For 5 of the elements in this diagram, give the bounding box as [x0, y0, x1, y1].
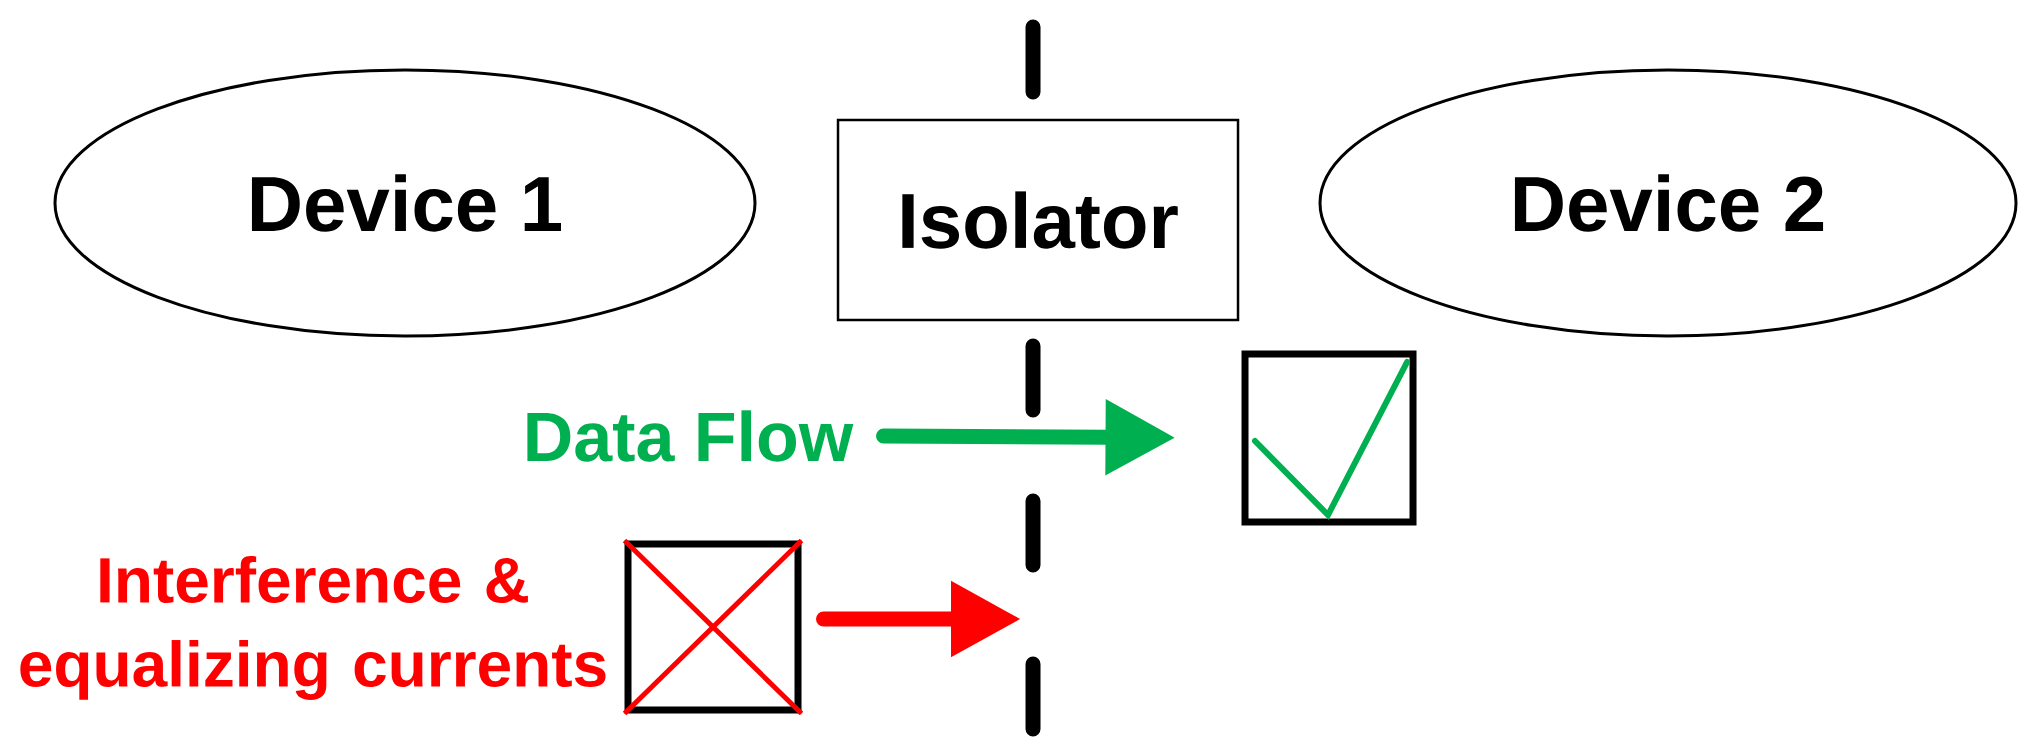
flow-label: Data Flow — [527, 410, 854, 462]
cross-box — [622, 538, 804, 716]
isolator-box: Isolator — [836, 118, 1240, 322]
warning-label: Interference & equalizing currents — [20, 556, 606, 700]
check-box — [1241, 350, 1417, 526]
